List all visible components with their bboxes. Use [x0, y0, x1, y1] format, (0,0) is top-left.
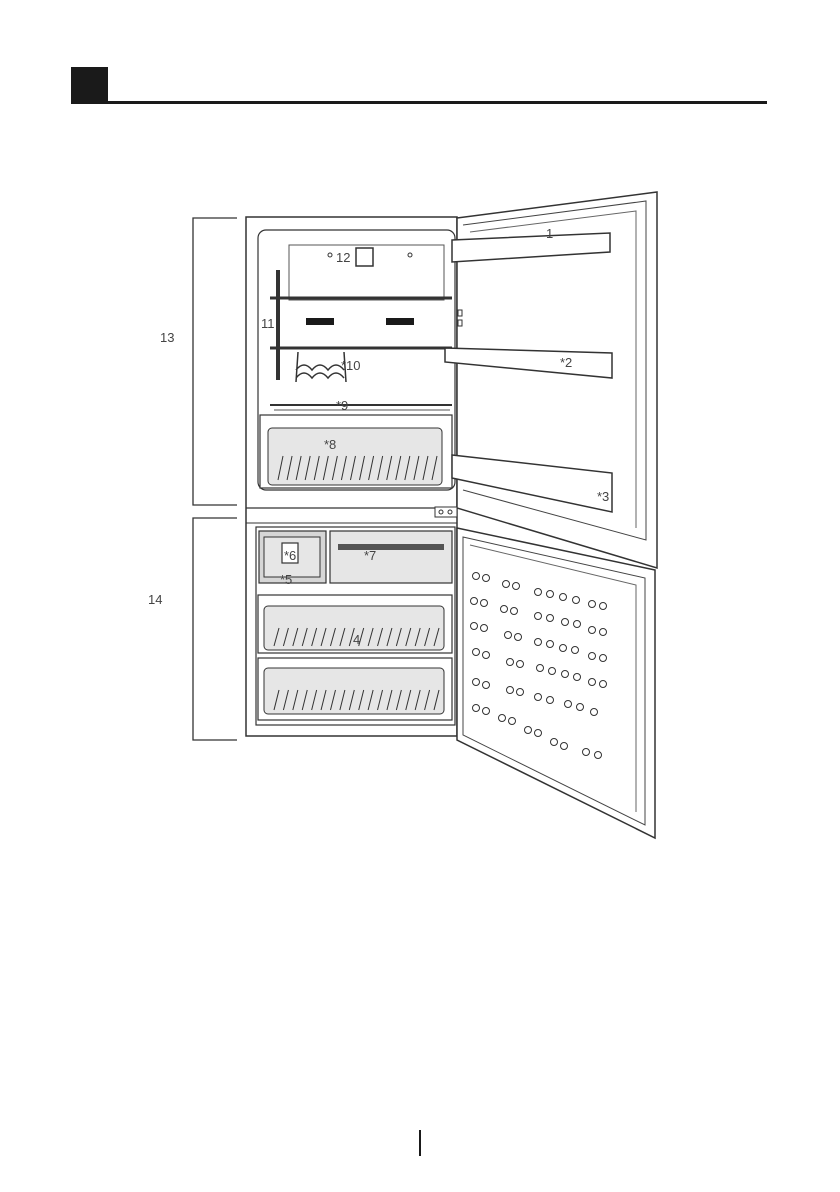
callout-14: 14 — [148, 592, 162, 607]
callout-11: 11 — [261, 316, 275, 331]
callout-12: 12 — [336, 250, 350, 265]
callout-2: *2 — [560, 355, 572, 370]
freezer-compartment-bracket — [193, 518, 237, 740]
callout-5: *5 — [280, 572, 292, 587]
fridge-compartment-bracket — [193, 218, 237, 505]
callout-6: *6 — [284, 548, 296, 563]
callout-13: 13 — [160, 330, 174, 345]
callout-10: *10 — [341, 358, 361, 373]
air-vent-left — [306, 318, 334, 325]
callout-1: 1 — [546, 226, 553, 241]
callout-8: *8 — [324, 437, 336, 452]
callout-4: 4 — [353, 632, 360, 647]
quick-freeze-compartment — [330, 531, 452, 583]
callout-9: *9 — [336, 398, 348, 413]
air-vent-right — [386, 318, 414, 325]
callout-3: *3 — [597, 489, 609, 504]
thermostat-light-box — [356, 248, 373, 266]
page-number-marker — [419, 1130, 421, 1156]
callout-7: *7 — [364, 548, 376, 563]
